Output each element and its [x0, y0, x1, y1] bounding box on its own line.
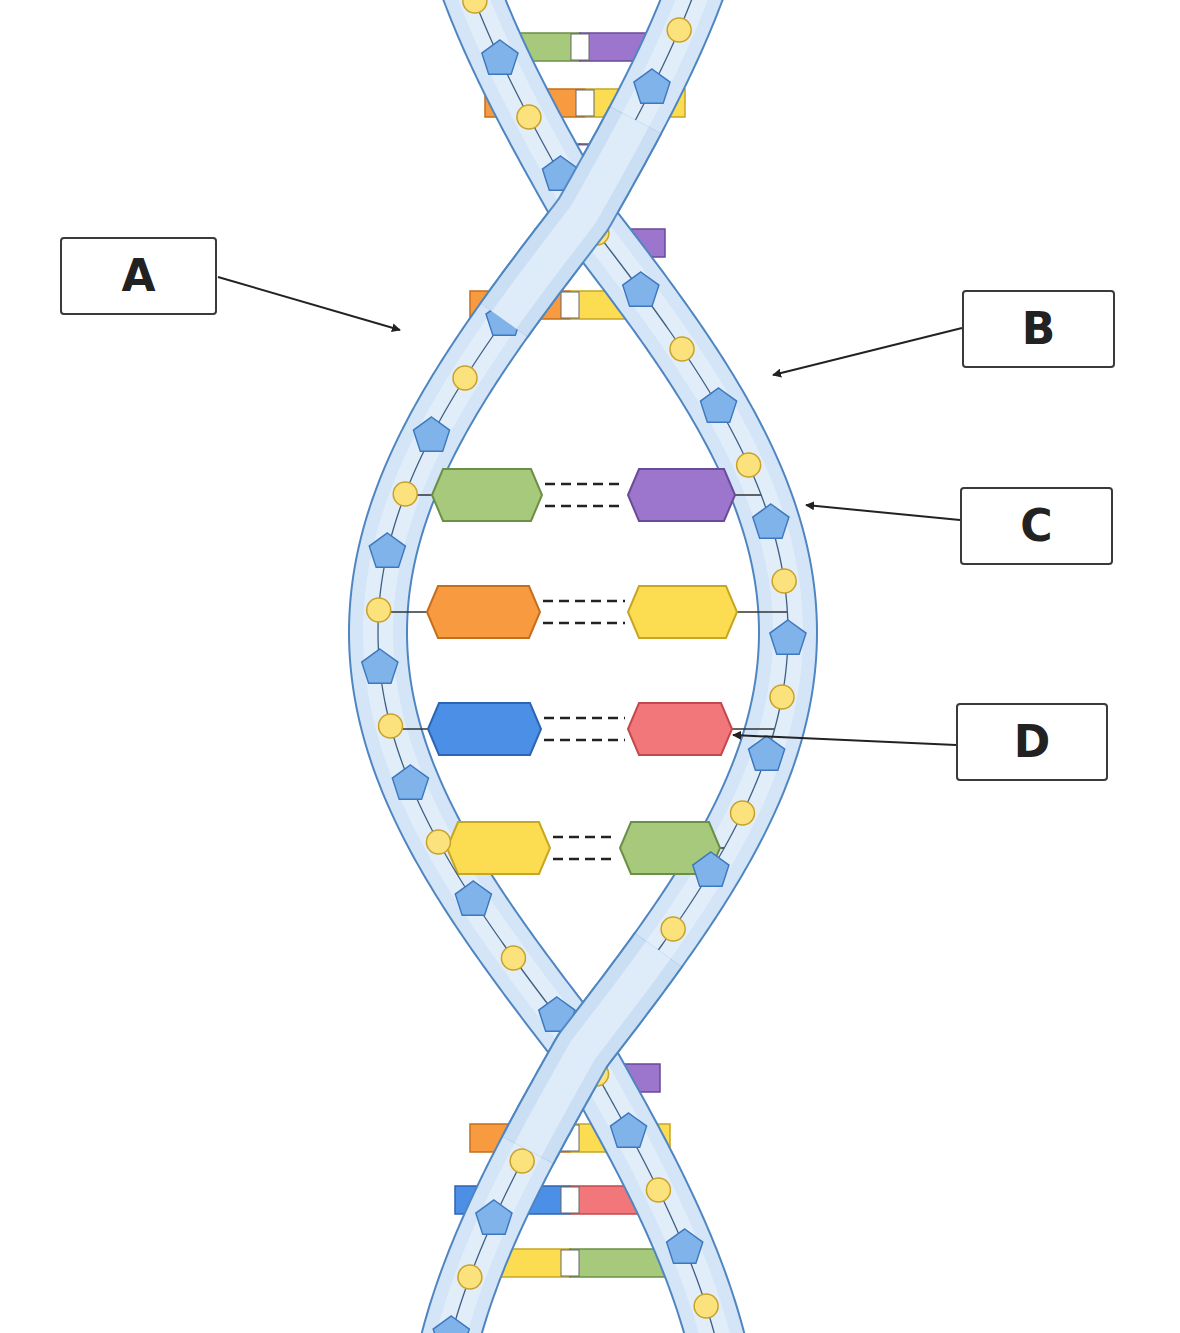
nitrogen-base: [427, 586, 540, 638]
bond-gap: [571, 34, 589, 60]
strand-band: [504, 120, 635, 320]
deoxyribose-sugar: [413, 417, 449, 451]
callout-box: B: [962, 290, 1115, 368]
phosphate-group: [379, 714, 403, 738]
callout-letter: A: [121, 254, 155, 298]
phosphate-group: [426, 830, 450, 854]
deoxyribose-sugar: [369, 533, 405, 567]
hydrogen-bond: [545, 483, 625, 486]
hydrogen-bond: [544, 717, 625, 720]
strand-band-sheen: [446, 0, 788, 1333]
nitrogen-base: [628, 586, 737, 638]
phosphate-group: [453, 366, 477, 390]
phosphate-group: [646, 1178, 670, 1202]
phosphate-group: [463, 0, 487, 13]
strand-band-sheen: [528, 950, 658, 1150]
phosphate-group: [661, 917, 685, 941]
bond-gap: [576, 90, 594, 116]
hydrogen-bond: [545, 505, 625, 508]
strand-band-edge: [504, 120, 635, 320]
leader-line: [733, 735, 956, 745]
nitrogen-base: [628, 703, 732, 755]
deoxyribose-sugar: [362, 649, 398, 683]
deoxyribose-sugar: [482, 40, 518, 74]
backbone-link: [378, 0, 720, 1333]
backbones: [362, 0, 806, 1333]
deoxyribose-sugar: [433, 1316, 469, 1333]
strand-band: [446, 0, 788, 1333]
front-crossings: [504, 120, 658, 1150]
hydrogen-bond: [553, 858, 617, 861]
base-pairs: [379, 469, 788, 874]
leader-line: [806, 505, 960, 520]
deoxyribose-sugar: [455, 881, 491, 915]
bond-gap: [561, 292, 579, 318]
hydrogen-bond: [543, 622, 625, 625]
phosphate-group: [737, 453, 761, 477]
deoxyribose-sugar: [476, 1200, 512, 1234]
phosphate-group: [670, 337, 694, 361]
phosphate-group: [367, 598, 391, 622]
nitrogen-base: [428, 703, 541, 755]
deoxyribose-sugar: [749, 736, 785, 770]
hydrogen-bond: [553, 836, 617, 839]
strand-band-edge: [528, 950, 658, 1150]
phosphate-group: [731, 801, 755, 825]
phosphate-group: [770, 685, 794, 709]
deoxyribose-sugar: [693, 852, 729, 886]
callout-letter: D: [1014, 720, 1051, 764]
base-stem: [732, 728, 775, 730]
deoxyribose-sugar: [753, 504, 789, 538]
bond-gap: [561, 1250, 579, 1276]
phosphate-group: [667, 18, 691, 42]
deoxyribose-sugar: [623, 272, 659, 306]
callout-box: A: [60, 237, 217, 315]
deoxyribose-sugar: [700, 388, 736, 422]
deoxyribose-sugar: [610, 1113, 646, 1147]
phosphate-group: [458, 1265, 482, 1289]
nitrogen-base: [432, 469, 542, 521]
nitrogen-base: [628, 469, 735, 521]
phosphate-group: [694, 1294, 718, 1318]
phosphate-group: [501, 946, 525, 970]
base-stem: [737, 611, 787, 613]
leader-line: [218, 277, 400, 330]
phosphate-group: [393, 482, 417, 506]
callout-box: D: [956, 703, 1108, 781]
callout-letter: B: [1022, 307, 1056, 351]
deoxyribose-sugar: [770, 620, 806, 654]
leader-line: [773, 328, 962, 375]
callout-letter: C: [1020, 504, 1052, 548]
hydrogen-bond: [543, 600, 625, 603]
base-pair-rungs: [455, 33, 690, 1277]
hydrogen-bond: [544, 739, 625, 742]
strand-band: [528, 950, 658, 1150]
phosphate-group: [510, 1149, 534, 1173]
nitrogen-base: [447, 822, 550, 874]
strand-band-edge: [446, 0, 788, 1333]
base-stem: [735, 494, 761, 496]
sugar-phosphate-strands: [378, 0, 788, 1333]
bond-gap: [561, 1187, 579, 1213]
phosphate-group: [517, 105, 541, 129]
deoxyribose-sugar: [634, 69, 670, 103]
callout-box: C: [960, 487, 1113, 565]
phosphate-group: [772, 569, 796, 593]
backbone-link: [446, 0, 788, 1333]
deoxyribose-sugar: [392, 765, 428, 799]
deoxyribose-sugar: [667, 1229, 703, 1263]
strand-band-sheen: [504, 120, 635, 320]
